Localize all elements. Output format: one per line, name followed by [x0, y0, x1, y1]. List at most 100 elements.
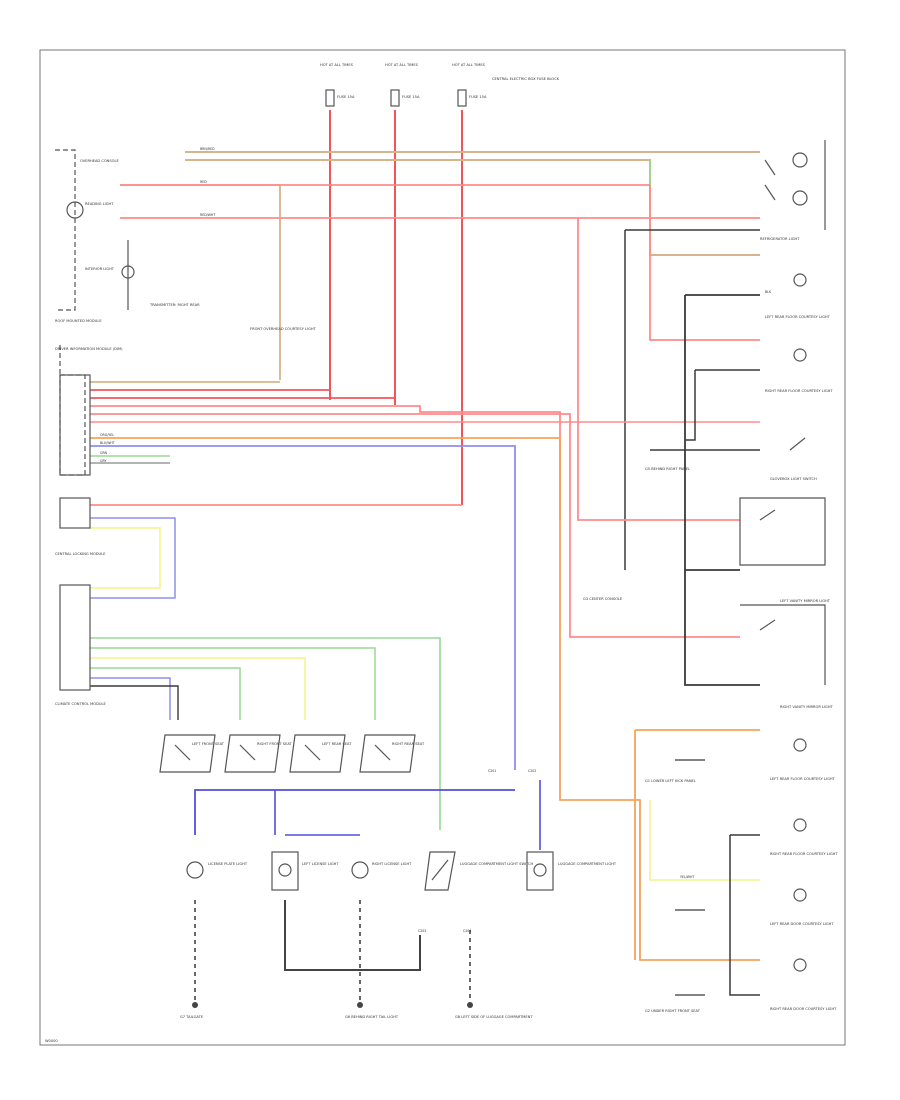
- wire-label-brown: BRN/RED: [200, 147, 215, 151]
- fuse-3-value: FUSE 15A: [469, 95, 487, 99]
- seat-switch-2-label: RIGHT FRONT SEAT: [257, 742, 293, 746]
- wire-clm-1: [90, 637, 441, 830]
- wire-dim-5: [90, 413, 740, 638]
- reading-light-label: READING LIGHT: [85, 202, 114, 206]
- wire-label-gray: GRY: [100, 459, 106, 463]
- left-license-light-label: LEFT LICENSE LIGHT: [302, 862, 339, 866]
- seat-switch-2: RIGHT FRONT SEAT: [224, 734, 293, 773]
- wire-label-black: BLK: [765, 290, 772, 294]
- ground-right-1: G5 BEHIND RIGHT PANEL: [645, 467, 690, 471]
- transmitter-label: TRANSMITTER: RIGHT REAR: [149, 303, 200, 307]
- connector-4: C204: [463, 929, 471, 933]
- luggage-light: LUGGAGE COMPARTMENT LIGHT: [526, 851, 617, 891]
- wire-red-to-rear: [649, 185, 760, 341]
- right-comp-1-label: LEFT REAR FLOOR COURTESY LIGHT: [765, 315, 831, 319]
- front-courtesy-label: FRONT OVERHEAD COURTESY LIGHT: [250, 327, 317, 331]
- diagram-frame: [39, 49, 846, 1046]
- license-plate-light: LICENSE PLATE LIGHT: [186, 861, 248, 879]
- luggage-switch: LUGGAGE COMPARTMENT LIGHT SWITCH: [424, 851, 534, 891]
- right-rear-floor-light-2: RIGHT REAR FLOOR COURTESY LIGHT: [770, 818, 838, 856]
- fuse-2-value: FUSE 15A: [402, 95, 420, 99]
- luggage-switch-label: LUGGAGE COMPARTMENT LIGHT SWITCH: [460, 862, 534, 866]
- right-license-light: RIGHT LICENSE LIGHT: [351, 861, 412, 879]
- wire-label-blue: BLU/WHT: [100, 441, 115, 445]
- diagram-code: W0000: [45, 1039, 58, 1043]
- wire-gnd-bottom: [284, 900, 421, 971]
- seat-switch-4-label: RIGHT REAR SEAT: [392, 742, 425, 746]
- fuse-3: HOT AT ALL TIMES FUSE 15A CENTRAL ELECTR…: [452, 63, 560, 107]
- wire-clm-6: [90, 685, 179, 720]
- luggage-light-label: LUGGAGE COMPARTMENT LIGHT: [558, 862, 617, 866]
- ground-luggage: G8 LEFT SIDE OF LUGGAGE COMPARTMENT: [455, 1002, 533, 1019]
- wire-black-right-lower2: [675, 759, 705, 996]
- ground-tailgate-label: G7 TAILGATE: [180, 1015, 204, 1019]
- ground-right-tail-label: G6 BEHIND RIGHT TAIL LIGHT: [345, 1015, 399, 1019]
- wire-black-interior: [624, 229, 760, 570]
- left-rear-floor-light-2: LEFT REAR FLOOR COURTESY LIGHT G1 LOWER …: [645, 738, 836, 783]
- interior-light-label: INTERIOR LIGHT: [85, 267, 115, 271]
- fuse-note: CENTRAL ELECTRIC BOX FUSE BLOCK: [492, 77, 560, 81]
- right-comp-3-label: GLOVEBOX LIGHT SWITCH: [770, 477, 817, 481]
- ground-right-3: G1 LOWER LEFT KICK PANEL: [645, 779, 696, 783]
- fuse-3-label: HOT AT ALL TIMES: [452, 63, 486, 67]
- wire-label-yellow: YEL/WHT: [680, 875, 694, 879]
- fuse-2-label: HOT AT ALL TIMES: [385, 63, 419, 67]
- refrigerator-light-label: REFRIGERATOR LIGHT: [760, 237, 800, 241]
- refrigerator-light: REFRIGERATOR LIGHT: [760, 140, 826, 241]
- wire-clm-3: [90, 657, 306, 720]
- fuse-1: HOT AT ALL TIMES FUSE 15A: [320, 63, 355, 107]
- wire-orange-right: [634, 729, 760, 960]
- fuse-2: HOT AT ALL TIMES FUSE 15A: [385, 63, 420, 107]
- connector-2: C202: [528, 769, 536, 773]
- glovebox-switch: GLOVEBOX LIGHT SWITCH G5 BEHIND RIGHT PA…: [645, 437, 817, 481]
- right-vanity-mirror: RIGHT VANITY MIRROR LIGHT: [740, 604, 834, 709]
- ground-luggage-label: G8 LEFT SIDE OF LUGGAGE COMPARTMENT: [455, 1015, 533, 1019]
- right-comp-4-label: LEFT VANITY MIRROR LIGHT: [780, 599, 831, 603]
- wire-clm-4: [90, 667, 241, 720]
- wire-label-green: GRN: [100, 451, 108, 455]
- overhead-console-label: OVERHEAD CONSOLE: [80, 159, 119, 163]
- wire-yellow-right: [649, 800, 760, 881]
- wire-red-wht-down: [577, 218, 740, 521]
- fuse-1-label: HOT AT ALL TIMES: [320, 63, 354, 67]
- right-rear-floor-light-1: RIGHT REAR FLOOR COURTESY LIGHT: [765, 348, 833, 393]
- overhead-console: OVERHEAD CONSOLE READING LIGHT INTERIOR …: [55, 149, 317, 331]
- wire-dim-orange: [90, 437, 760, 961]
- ground-tailgate: G7 TAILGATE: [180, 1002, 204, 1019]
- seat-switch-4: RIGHT REAR SEAT: [359, 734, 425, 773]
- wire-label-red-wht: RED/WHT: [200, 213, 215, 217]
- wire-clm-5: [90, 677, 171, 720]
- ground-right-4: G2 UNDER RIGHT FRONT SEAT: [645, 1009, 701, 1013]
- wire-blue-left-lic: [274, 790, 360, 836]
- seat-switch-3: LEFT REAR SEAT: [289, 734, 352, 773]
- license-plate-light-label: LICENSE PLATE LIGHT: [208, 862, 248, 866]
- fuse-1-value: FUSE 15A: [337, 95, 355, 99]
- left-rear-floor-light-1: LEFT REAR FLOOR COURTESY LIGHT: [765, 273, 831, 319]
- wire-black-right-lower: [729, 834, 760, 996]
- right-comp-9-label: RIGHT REAR DOOR COURTESY LIGHT: [770, 1007, 837, 1011]
- wire-clm-blue: [90, 517, 176, 599]
- wire-black-right-bus: [684, 294, 760, 686]
- wire-blue-bus: [194, 789, 515, 835]
- left-rear-door-light: LEFT REAR DOOR COURTESY LIGHT: [770, 888, 834, 926]
- wire-dim-blue: [90, 445, 516, 770]
- wire-black-right-2: [685, 369, 760, 441]
- right-license-light-label: RIGHT LICENSE LIGHT: [372, 862, 412, 866]
- seat-switch-3-label: LEFT REAR SEAT: [322, 742, 352, 746]
- connector-3: C203: [418, 929, 426, 933]
- ground-right-2: G3 CENTER CONSOLE: [583, 597, 623, 601]
- wire-label-orange: ORG/YEL: [100, 433, 114, 437]
- dim-label: DRIVER INFORMATION MODULE (DIM): [55, 347, 123, 351]
- dim-module: DRIVER INFORMATION MODULE (DIM): [55, 345, 123, 476]
- clm-label: CENTRAL LOCKING MODULE: [55, 552, 106, 556]
- right-comp-6-label: LEFT REAR FLOOR COURTESY LIGHT: [770, 777, 836, 781]
- wire-clm-yellow: [90, 527, 161, 589]
- clm-module: CENTRAL LOCKING MODULE CLIMATE CONTROL M…: [55, 497, 106, 706]
- ground-right-tail: G6 BEHIND RIGHT TAIL LIGHT: [345, 1002, 399, 1019]
- right-comp-8-label: LEFT REAR DOOR COURTESY LIGHT: [770, 922, 834, 926]
- seat-switch-1: LEFT FRONT SEAT: [159, 734, 225, 773]
- connector-1: C201: [488, 769, 496, 773]
- right-comp-2-label: RIGHT REAR FLOOR COURTESY LIGHT: [765, 389, 833, 393]
- ccm-label: CLIMATE CONTROL MODULE: [55, 702, 106, 706]
